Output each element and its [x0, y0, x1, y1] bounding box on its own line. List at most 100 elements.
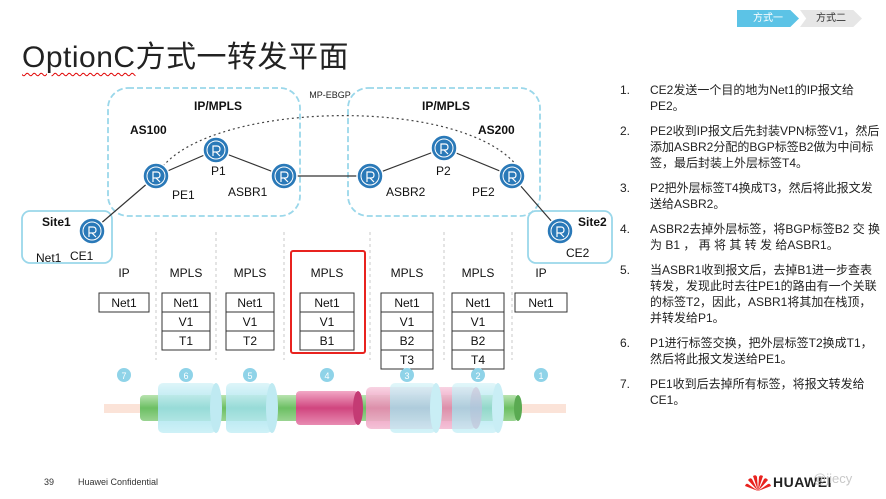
column-header: MPLS	[234, 266, 267, 280]
step-list: 1.CE2发送一个目的地为Net1的IP报文给PE2。 2.PE2收到IP报文后…	[612, 82, 882, 417]
label-stack-entry: T2	[243, 334, 257, 348]
pe1-label: PE1	[172, 188, 195, 202]
highlight-column-box	[290, 250, 366, 354]
ce1-router-icon	[78, 217, 106, 245]
step-badge-number: 6	[183, 371, 188, 381]
watermark: @jiecy	[813, 471, 853, 486]
step-item: 6.P1进行标签交换，把外层标签T2换成T1，然后将此报文发送给PE1。	[620, 336, 873, 366]
label-stack-entry: T3	[400, 353, 414, 367]
page-title: OptionC方式一转发平面	[22, 32, 349, 76]
label-stack-entry: T4	[471, 353, 485, 367]
step-badge-circle	[179, 368, 193, 382]
label-stack-entry: B1	[320, 334, 335, 348]
label-tube-visual	[140, 383, 522, 433]
as100-label: AS100	[130, 123, 167, 137]
label-stack-cell	[98, 292, 150, 313]
p2-router-icon	[430, 134, 458, 162]
asbr1-label: ASBR1	[228, 185, 268, 199]
site1-box	[21, 210, 113, 264]
ce1-label: CE1	[70, 249, 94, 263]
tab-option-one[interactable]: 方式一	[737, 10, 799, 27]
ce2-router-icon	[546, 217, 574, 245]
asbr2-label: ASBR2	[386, 185, 426, 199]
label-stack-entry: Net1	[394, 296, 420, 310]
label-stack-entry: V1	[400, 315, 415, 329]
mp-ebgp-label: MP-EBGP	[309, 90, 351, 100]
step-item: 3.P2把外层标签T4换成T3，然后将此报文发送给ASBR2。	[620, 181, 873, 211]
step-text: 当ASBR1收到报文后，去掉B1进一步查表转发，发现此时去往PE1的路由有一个关…	[650, 263, 877, 325]
as200-cloud	[347, 87, 541, 217]
column-header: IP	[535, 266, 546, 280]
step-item: 1.CE2发送一个目的地为Net1的IP报文给PE2。	[620, 83, 855, 113]
as200-label: AS200	[478, 123, 515, 137]
step-badge-circle	[243, 368, 257, 382]
label-stack-entry: Net1	[465, 296, 491, 310]
as200-cloud-label: IP/MPLS	[422, 99, 470, 113]
step-badge-number: 4	[324, 371, 329, 381]
label-stack-entry: V1	[471, 315, 486, 329]
label-stack-entry: Net1	[314, 296, 340, 310]
pe2-router-icon	[498, 162, 526, 190]
step-badge-circle	[534, 368, 548, 382]
huawei-logo-icon	[745, 475, 771, 491]
label-stack-entry: B2	[400, 334, 415, 348]
label-stack-entry: Net1	[111, 296, 137, 310]
page-title-cjk: 方式一转发平面	[135, 41, 350, 74]
step-badge-circle	[400, 368, 414, 382]
step-badge-number: 1	[538, 371, 543, 381]
step-badge-number: 2	[475, 371, 480, 381]
label-stack-entry: V1	[320, 315, 335, 329]
site2-label: Site2	[578, 215, 607, 229]
step-badge-number: 7	[121, 371, 126, 381]
label-stack-cell	[514, 292, 568, 313]
step-text: ASBR2去掉外层标签，将BGP标签B2 交 换 为 B1 ， 再 将 其 转 …	[650, 222, 881, 252]
ce2-label: CE2	[566, 246, 590, 260]
label-stack-entry: V1	[179, 315, 194, 329]
confidential-note: Huawei Confidential	[78, 477, 159, 487]
label-stack-entry: V1	[243, 315, 258, 329]
page-title-latin: OptionC	[22, 41, 136, 74]
step-item: 5.当ASBR1收到报文后，去掉B1进一步查表转发，发现此时去往PE1的路由有一…	[620, 263, 877, 325]
step-item: 2.PE2收到IP报文后先封装VPN标签V1，然后添加ASBR2分配的BGP标签…	[620, 124, 880, 170]
mp-ebgp-session	[159, 115, 521, 171]
p2-label: P2	[436, 164, 451, 178]
step-item: 4.ASBR2去掉外层标签，将BGP标签B2 交 换 为 B1 ， 再 将 其 …	[620, 222, 881, 252]
label-stack-entry: Net1	[528, 296, 554, 310]
net1-label: Net1	[36, 251, 62, 265]
label-stack-entry: Net1	[173, 296, 199, 310]
label-stack-cell	[299, 330, 355, 351]
column-header: MPLS	[311, 266, 344, 280]
p1-label: P1	[211, 164, 226, 178]
step-text: P2把外层标签T4换成T3，然后将此报文发送给ASBR2。	[650, 181, 873, 211]
column-header: MPLS	[391, 266, 424, 280]
asbr1-router-icon	[270, 162, 298, 190]
pe1-router-icon	[142, 162, 170, 190]
p1-router-icon	[202, 136, 230, 164]
column-header: IP	[118, 266, 129, 280]
step-badge-circle	[471, 368, 485, 382]
step-badge-number: 3	[404, 371, 409, 381]
step-badge-circle	[320, 368, 334, 382]
step-text: PE1收到后去掉所有标签，将报文转发给CE1。	[650, 377, 865, 407]
label-stack-cell	[161, 330, 211, 351]
label-stack-cell	[225, 330, 275, 351]
pe2-label: PE2	[472, 185, 495, 199]
asbr2-router-icon	[356, 162, 384, 190]
column-header: MPLS	[462, 266, 495, 280]
page-number: 39	[44, 477, 55, 487]
as100-cloud	[107, 87, 301, 217]
step-badge-number: 5	[247, 371, 252, 381]
label-stack-entry: B2	[471, 334, 486, 348]
step-badge-circle	[117, 368, 131, 382]
column-header: MPLS	[170, 266, 203, 280]
label-stack-entry: Net1	[237, 296, 263, 310]
tab-option-two[interactable]: 方式二	[800, 10, 862, 27]
as100-cloud-label: IP/MPLS	[194, 99, 242, 113]
step-item: 7.PE1收到后去掉所有标签，将报文转发给CE1。	[620, 377, 865, 407]
label-stack-entry: T1	[179, 334, 193, 348]
site1-label: Site1	[42, 215, 71, 229]
step-text: P1进行标签交换，把外层标签T2换成T1，然后将此报文发送给PE1。	[650, 336, 873, 366]
step-text: CE2发送一个目的地为Net1的IP报文给PE2。	[650, 83, 855, 113]
huawei-brand: HUAWEI	[773, 474, 832, 490]
